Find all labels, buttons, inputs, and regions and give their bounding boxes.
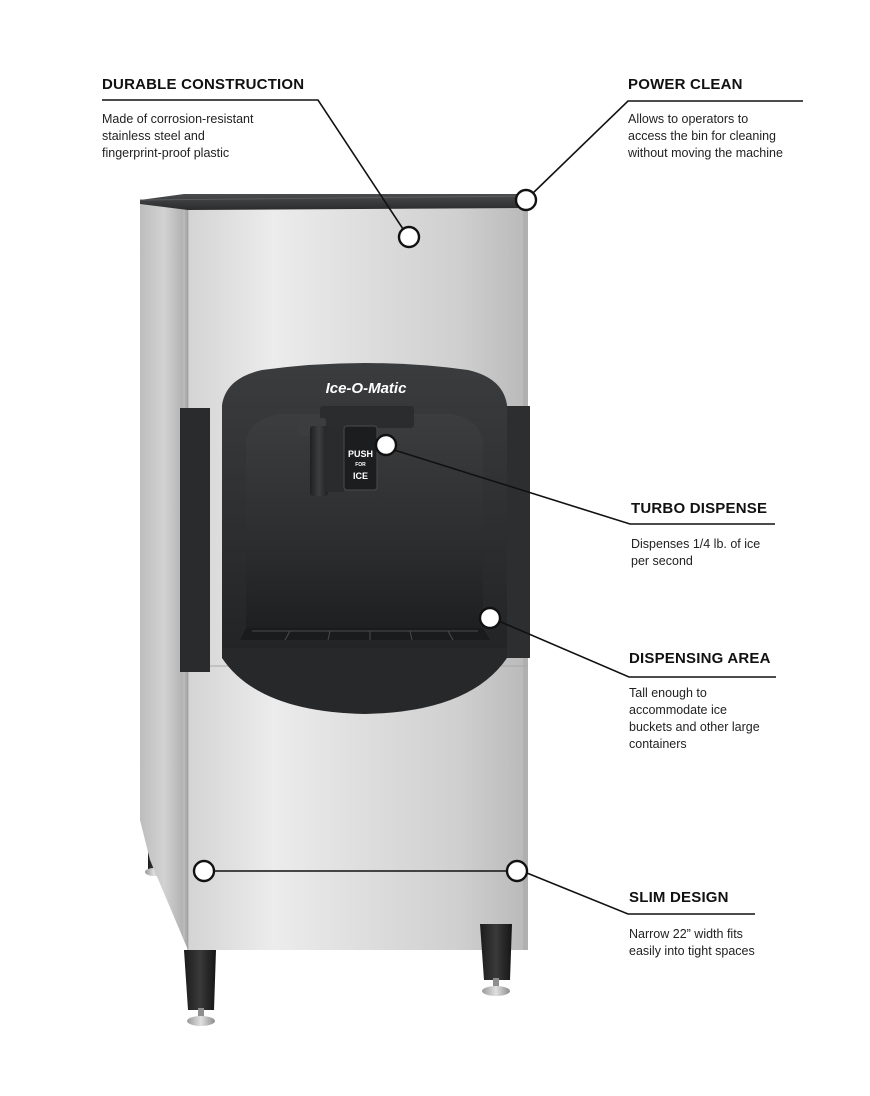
side-plastic-band bbox=[180, 408, 210, 672]
callout-durable-description: Made of corrosion-resistant stainless st… bbox=[102, 111, 253, 162]
dot-turbo bbox=[374, 433, 398, 457]
callout-slim-line: Narrow 22” width fits bbox=[629, 927, 743, 941]
front-left-foot bbox=[187, 1016, 215, 1026]
front-right-foot bbox=[482, 986, 510, 996]
dot-slim-left bbox=[192, 859, 216, 883]
callout-turbo-title: TURBO DISPENSE bbox=[631, 500, 768, 517]
ice-label: ICE bbox=[353, 471, 368, 481]
callout-turbo-line: per second bbox=[631, 554, 693, 568]
callout-power-description: Allows to operators to access the bin fo… bbox=[628, 111, 783, 162]
leader-lines bbox=[102, 99, 803, 915]
right-plastic-band bbox=[505, 406, 530, 658]
dispensing-cavity bbox=[246, 414, 483, 630]
push-label: PUSH bbox=[348, 449, 373, 459]
callout-dispensing-line: Tall enough to bbox=[629, 686, 707, 700]
callout-power-line: access the bin for cleaning bbox=[628, 129, 777, 143]
leader-turbo bbox=[390, 448, 775, 525]
dot-power bbox=[514, 188, 538, 212]
callout-power-line: without moving the machine bbox=[628, 146, 783, 160]
brand-logo: Ice-O-Matic bbox=[326, 380, 408, 397]
front-right-leg bbox=[480, 924, 512, 980]
front-legs bbox=[184, 924, 512, 1026]
dot-slim-right bbox=[505, 859, 529, 883]
callout-durable-line: stainless steel and bbox=[102, 129, 205, 143]
top-lid bbox=[139, 194, 529, 210]
callout-dispensing-line: accommodate ice bbox=[629, 703, 727, 717]
leader-power bbox=[530, 100, 803, 196]
side-panel bbox=[140, 198, 188, 950]
dot-dispensing bbox=[478, 606, 502, 630]
callout-turbo-line: Dispenses 1/4 lb. of ice bbox=[631, 537, 761, 551]
leader-dispensing bbox=[493, 618, 776, 678]
callout-slim-description: Narrow 22” width fits easily into tight … bbox=[629, 926, 755, 960]
callout-dispensing-title: DISPENSING AREA bbox=[629, 650, 771, 667]
for-label: FOR bbox=[355, 462, 366, 468]
callout-slim-title: SLIM DESIGN bbox=[629, 889, 729, 906]
front-left-foot-stem bbox=[198, 1008, 204, 1018]
drip-tray bbox=[222, 628, 507, 714]
callout-turbo-description: Dispenses 1/4 lb. of ice per second bbox=[631, 536, 760, 570]
callout-dispensing-line: containers bbox=[629, 737, 687, 751]
callout-dots bbox=[192, 188, 538, 883]
front-left-leg bbox=[184, 950, 216, 1010]
leader-slim bbox=[521, 870, 755, 915]
callout-power-title: POWER CLEAN bbox=[628, 76, 743, 93]
callout-power-line: Allows to operators to bbox=[628, 112, 749, 126]
leader-durable bbox=[102, 99, 406, 233]
callout-dispensing-line: buckets and other large bbox=[629, 720, 760, 734]
callout-dispensing-description: Tall enough to accommodate ice buckets a… bbox=[629, 685, 760, 753]
callout-durable-title: DURABLE CONSTRUCTION bbox=[102, 76, 305, 93]
callout-slim-line: easily into tight spaces bbox=[629, 944, 755, 958]
ice-chute bbox=[298, 406, 414, 496]
front-right-foot-stem bbox=[493, 978, 499, 988]
callout-durable-line: Made of corrosion-resistant bbox=[102, 112, 254, 126]
dot-durable bbox=[397, 225, 421, 249]
push-for-ice-button[interactable]: PUSH FOR ICE bbox=[343, 425, 378, 491]
callout-durable-line: fingerprint-proof plastic bbox=[102, 146, 230, 160]
